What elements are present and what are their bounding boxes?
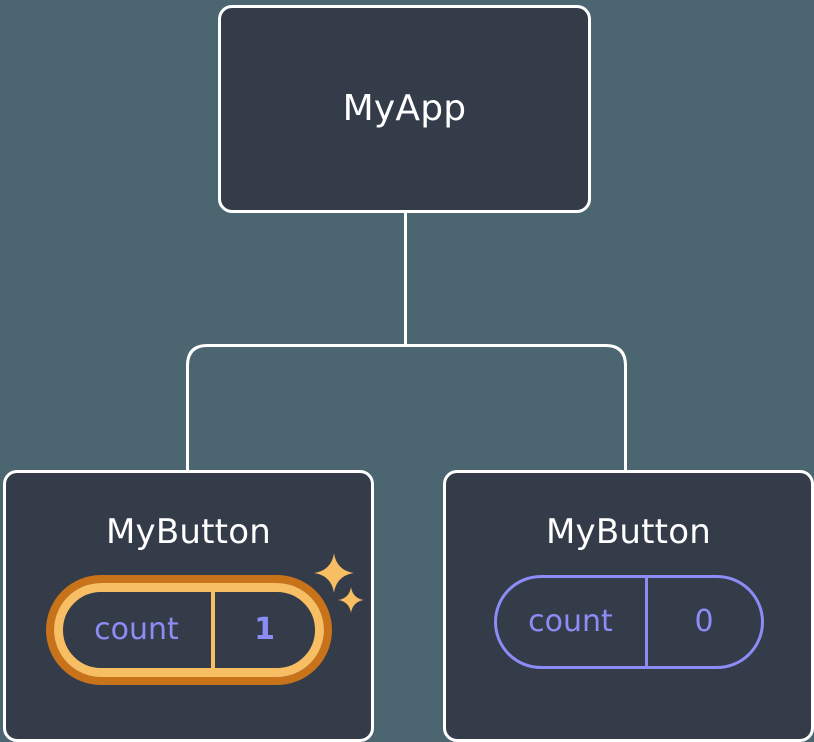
node-title: MyButton [546,512,711,552]
state-value: 0 [694,604,714,639]
state-pill-highlighted[interactable]: count 1 [53,583,324,677]
node-title: MyButton [106,512,271,552]
state-pill-wrapper: count 0 [493,575,764,669]
state-value: 1 [254,612,275,647]
state-key: count [94,612,179,647]
state-pill-wrapper: count 1 [45,553,364,685]
sparkle-group [308,553,378,633]
node-mybutton-left[interactable]: MyButton count 1 [3,470,374,742]
state-pill[interactable]: count 0 [493,575,764,669]
node-myapp[interactable]: MyApp [218,5,591,213]
state-pill-highlight-ring: count 1 [45,575,332,685]
state-pill-divider [210,592,215,668]
sparkle-icon [313,553,354,593]
connector-branch-left [186,344,406,473]
node-title: MyApp [342,88,467,129]
node-mybutton-right[interactable]: MyButton count 0 [443,470,814,742]
state-key: count [528,604,613,639]
sparkle-icon [337,587,364,613]
connector-branch-right [405,344,627,473]
state-pill-divider [644,578,648,666]
